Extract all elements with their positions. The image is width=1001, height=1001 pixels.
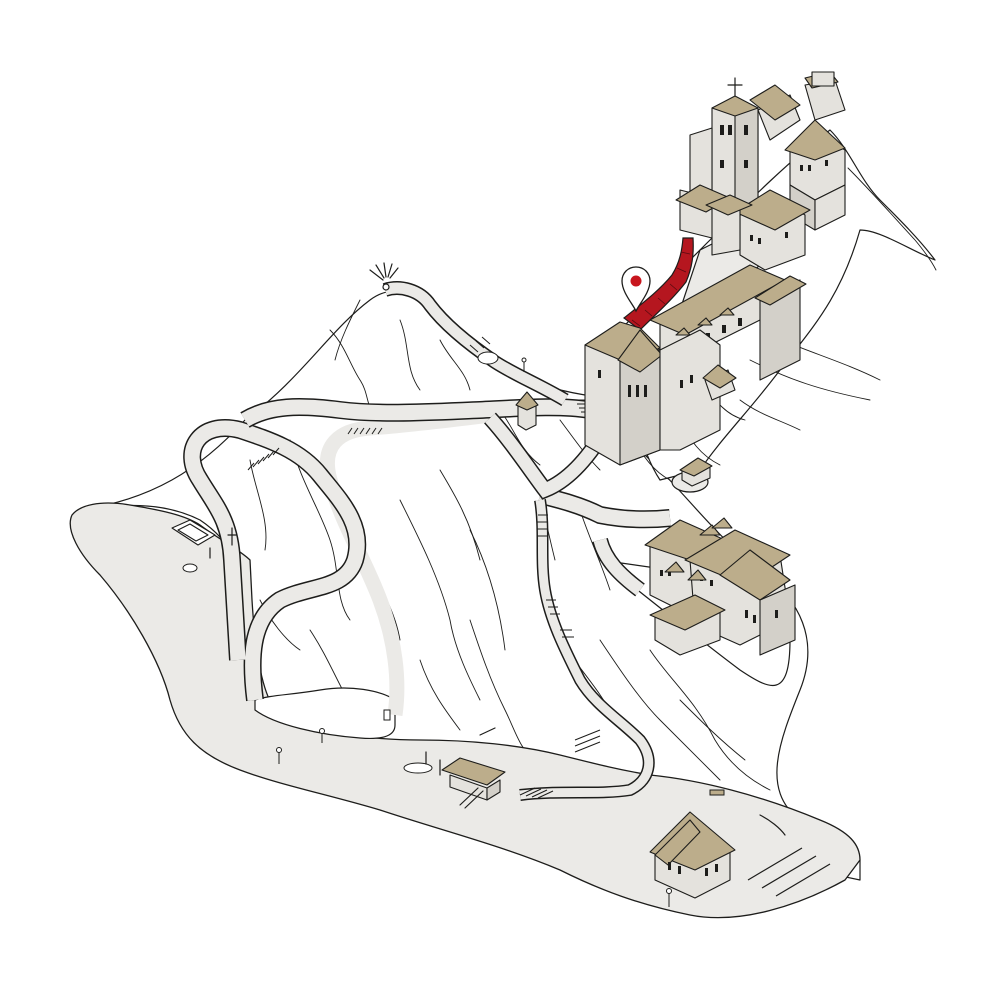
stairs-footpath-2[interactable] bbox=[546, 599, 574, 638]
valley-station[interactable] bbox=[441, 757, 506, 809]
map-details bbox=[171, 262, 786, 908]
roads bbox=[69, 229, 861, 919]
signpost-icon[interactable] bbox=[276, 747, 282, 765]
castle-middle-hall[interactable] bbox=[705, 189, 811, 271]
castle-main-building[interactable] bbox=[584, 321, 737, 466]
road-to-viewpoint-fill bbox=[241, 399, 592, 427]
castle-base-shed[interactable] bbox=[679, 457, 713, 487]
signpost-icon[interactable] bbox=[666, 888, 672, 908]
location-pin-dot bbox=[630, 275, 642, 287]
viewpoint-tower[interactable] bbox=[515, 391, 539, 431]
castle-approach-ramp[interactable] bbox=[623, 237, 694, 331]
ramp-step-lines bbox=[631, 251, 691, 327]
signpost-icon[interactable] bbox=[521, 357, 527, 372]
castle-upper-hall[interactable] bbox=[749, 71, 846, 141]
highlighted-route[interactable] bbox=[623, 237, 694, 331]
castle-east-wing[interactable] bbox=[784, 119, 846, 231]
bush-icon bbox=[477, 351, 499, 365]
stairs bbox=[247, 336, 616, 799]
stairs-upper[interactable] bbox=[347, 427, 383, 435]
buildings bbox=[441, 71, 846, 899]
picnic-area[interactable] bbox=[171, 519, 237, 573]
stairs-summit[interactable] bbox=[469, 336, 491, 353]
barrier bbox=[383, 709, 391, 721]
parking-stripes bbox=[747, 847, 831, 897]
pond bbox=[403, 762, 433, 774]
signpost-icon[interactable] bbox=[319, 728, 325, 744]
rock-spur-right bbox=[847, 167, 937, 271]
road-to-hotel-fill bbox=[538, 487, 671, 527]
stairs-footpath-1[interactable] bbox=[537, 514, 548, 537]
summit-path-fill bbox=[383, 282, 568, 405]
switchback-left-fill bbox=[184, 420, 365, 701]
barrier bbox=[709, 789, 725, 796]
summit-viewpoint-icon[interactable] bbox=[369, 262, 399, 291]
road-below-hotel-fill bbox=[593, 538, 644, 596]
stairs-left[interactable] bbox=[247, 447, 280, 471]
lodge-building[interactable] bbox=[649, 811, 736, 899]
road-castle-gate-fill bbox=[485, 413, 611, 498]
location-pin-icon[interactable] bbox=[621, 266, 651, 313]
hotel-complex[interactable] bbox=[644, 517, 796, 656]
stairs-bottom[interactable] bbox=[519, 787, 554, 799]
stairs-footpath-3[interactable] bbox=[574, 729, 601, 753]
castle-tower[interactable] bbox=[711, 77, 759, 211]
footpath-down-fill bbox=[519, 499, 654, 800]
